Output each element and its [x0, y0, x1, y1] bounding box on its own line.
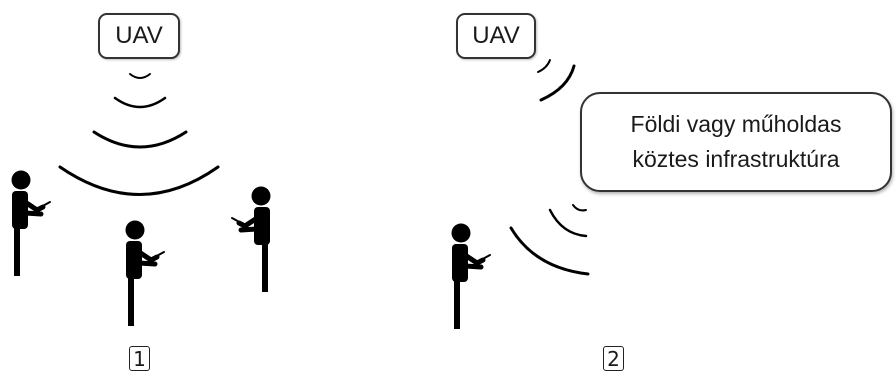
- uav-label-text-2: UAV: [472, 22, 520, 49]
- signal-wave-arc: [548, 208, 588, 238]
- scenario-number-2-text: 2: [607, 346, 620, 371]
- signal-wave-arc: [537, 59, 551, 73]
- signal-wave-arc: [509, 226, 590, 276]
- signal-wave-arc: [113, 96, 167, 109]
- scenario-number-1-text: 1: [133, 346, 146, 371]
- person-operator-icon: [452, 224, 491, 330]
- signal-wave-arc: [58, 165, 220, 196]
- person-operator-icon: [126, 221, 165, 327]
- scenario-number-2: 2: [603, 346, 624, 371]
- signal-wave-arc: [129, 73, 151, 79]
- signal-wave-arc: [539, 64, 576, 102]
- person-operator-icon: [232, 187, 271, 293]
- scenario-number-1: 1: [129, 346, 150, 371]
- signal-wave-arc: [572, 204, 587, 212]
- signal-waves-infrastructure-to-person: [509, 204, 590, 276]
- uav-label-box-1: UAV: [98, 13, 180, 59]
- signal-waves-1: [58, 73, 220, 196]
- uav-label-text-1: UAV: [115, 22, 163, 49]
- infrastructure-label-line2: köztes infrastruktúra: [632, 146, 840, 172]
- person-operator-icon: [12, 171, 51, 277]
- infrastructure-box: Földi vagy műholdas köztes infrastruktúr…: [580, 92, 892, 192]
- infrastructure-label-line1: Földi vagy műholdas: [630, 111, 842, 137]
- signal-waves-uav-to-infrastructure: [537, 59, 576, 102]
- uav-label-box-2: UAV: [456, 13, 536, 59]
- signal-wave-arc: [92, 130, 188, 149]
